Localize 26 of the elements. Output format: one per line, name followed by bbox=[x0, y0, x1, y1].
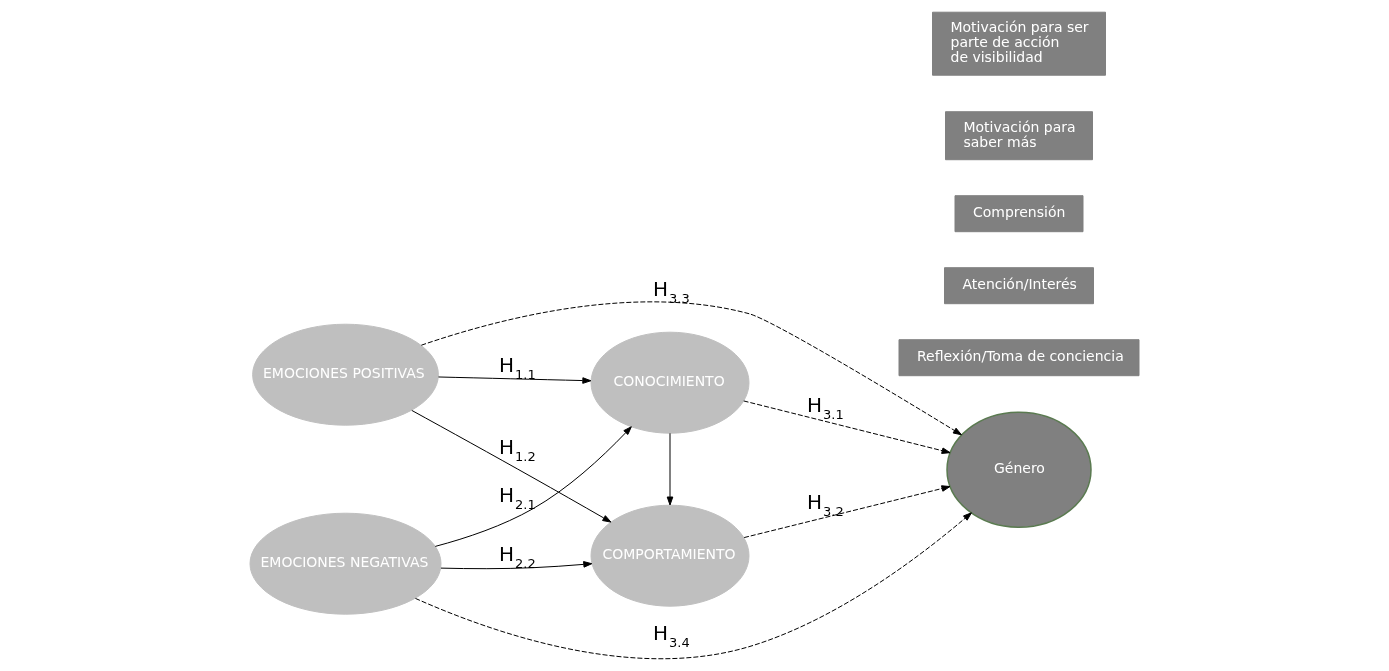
node-box: Motivación para ser parte de acción de visibilidad bbox=[932, 11, 1106, 76]
node-box: Reflexión/Toma de conciencia bbox=[898, 339, 1140, 377]
edge-label: H$_{1.2}$ bbox=[499, 434, 536, 465]
arrow bbox=[411, 409, 612, 523]
arrow bbox=[743, 485, 951, 539]
arrow bbox=[414, 512, 972, 660]
arrow bbox=[440, 561, 593, 570]
edge-label: H$_{3.1}$ bbox=[807, 392, 844, 423]
edge-label: H$_{2.2}$ bbox=[499, 541, 536, 572]
arrow bbox=[434, 426, 632, 547]
edge-label: H$_{1.1}$ bbox=[499, 352, 536, 383]
edge-label: H$_{3.4}$ bbox=[653, 620, 690, 651]
arrow bbox=[438, 376, 592, 384]
edge-label: H$_{3.3}$ bbox=[653, 276, 690, 307]
arrow bbox=[666, 432, 674, 506]
edge-label: H$_{3.2}$ bbox=[807, 489, 844, 520]
node-box: Atención/Interés bbox=[944, 267, 1094, 305]
node-box: Motivación para saber más bbox=[945, 111, 1093, 161]
node-ellipse: EMOCIONES POSITIVAS bbox=[252, 323, 439, 426]
node-ellipse: EMOCIONES NEGATIVAS bbox=[249, 512, 442, 615]
arrow bbox=[743, 400, 951, 454]
arrow bbox=[420, 301, 962, 436]
node-box: Comprensión bbox=[954, 195, 1084, 233]
node-ellipse: COMPORTAMIENTO bbox=[590, 504, 750, 607]
node-ellipse: Género bbox=[946, 411, 1092, 528]
edge-label: H$_{2.1}$ bbox=[499, 482, 536, 513]
